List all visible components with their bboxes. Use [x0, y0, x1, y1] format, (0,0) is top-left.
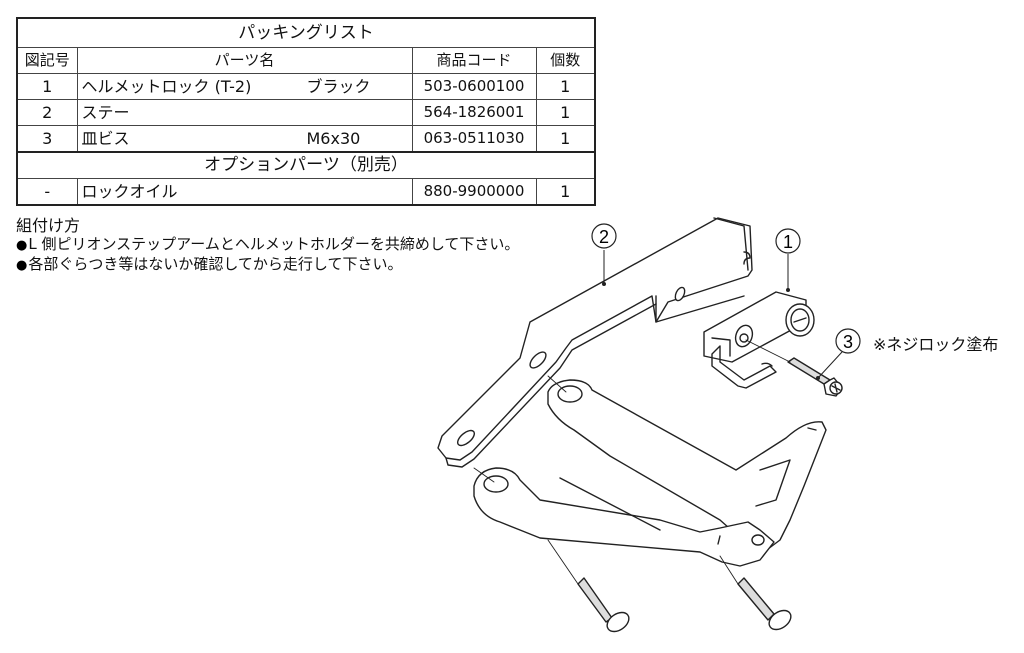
pillion-arm-upper [547, 379, 827, 553]
table-header-row: 図記号 パーツ名 商品コード 個数 [16, 47, 596, 74]
product-code-cell: 063-0511030 [411, 125, 537, 153]
pillion-arm-lower [473, 467, 775, 567]
figure-no-cell: 2 [16, 99, 78, 126]
product-code-cell: 503-0600100 [411, 73, 537, 100]
quantity-cell: 1 [535, 73, 596, 100]
part-name-cell: ヘルメットロック (T-2) ブラック [76, 73, 413, 100]
instruction-step: ●L 側ピリオンステップアームとヘルメットホルダーを共締めして下さい。 [16, 235, 519, 255]
bullet-icon: ● [16, 238, 28, 253]
part-name: ヘルメットロック (T-2) [81, 77, 252, 96]
mounting-bolt-left [577, 577, 630, 633]
table-row: 2 ステー 564-1826001 1 [16, 99, 596, 126]
thread-lock-note: ※ネジロック塗布 [873, 335, 999, 354]
figure-no-cell: 3 [16, 125, 78, 153]
figure-no-cell: 1 [16, 73, 78, 100]
assembly-instructions: 組付け方 ●L 側ピリオンステップアームとヘルメットホルダーを共締めして下さい。… [16, 216, 519, 275]
table-title-row: パッキングリスト [16, 17, 596, 48]
instructions-heading: 組付け方 [16, 216, 81, 235]
packing-list-table: パッキングリスト 図記号 パーツ名 商品コード 個数 1 ヘルメットロック (T… [16, 17, 596, 206]
product-code-cell: 880-9900000 [411, 178, 537, 206]
mounting-bolt-right [737, 577, 792, 631]
options-title-row: オプションパーツ（別売） [16, 151, 596, 179]
instruction-text: 各部ぐらつき等はないか確認してから走行して下さい。 [28, 255, 403, 273]
callout-1: 1 [775, 228, 801, 292]
quantity-cell: 1 [535, 178, 596, 206]
table-row: 3 皿ビス M6x30 063-0511030 1 [16, 125, 596, 153]
table-row: 1 ヘルメットロック (T-2) ブラック 503-0600100 1 [16, 73, 596, 100]
part-spec: M6x30 [306, 129, 361, 148]
table-row: - ロックオイル 880-9900000 1 [16, 178, 596, 206]
assembly-guide-lines [473, 339, 791, 585]
table-title: パッキングリスト [16, 17, 596, 48]
header-product-code: 商品コード [411, 47, 537, 74]
header-figure-no: 図記号 [16, 47, 78, 74]
instruction-step: ●各部ぐらつき等はないか確認してから走行して下さい。 [16, 255, 519, 275]
quantity-cell: 1 [535, 125, 596, 153]
part-name: ステー [81, 103, 130, 122]
callout-number: 1 [783, 232, 793, 252]
helmet-lock-part [703, 291, 815, 389]
product-code-cell: 564-1826001 [411, 99, 537, 126]
callout-3: 3 [816, 328, 861, 380]
quantity-cell: 1 [535, 99, 596, 126]
options-title: オプションパーツ（別売） [16, 151, 596, 179]
figure-no-cell: - [16, 178, 78, 206]
flat-screw-part [787, 357, 843, 397]
bullet-icon: ● [16, 258, 28, 273]
callout-number: 2 [599, 227, 609, 247]
part-name-cell: ロックオイル [76, 178, 413, 206]
part-name: ロックオイル [81, 182, 178, 201]
callout-number: 3 [843, 332, 853, 352]
instruction-text: L 側ピリオンステップアームとヘルメットホルダーを共締めして下さい。 [28, 235, 520, 253]
header-part-name: パーツ名 [76, 47, 413, 74]
callout-2: 2 [591, 223, 617, 286]
part-name-cell: 皿ビス M6x30 [76, 125, 413, 153]
part-spec: ブラック [306, 77, 371, 96]
header-quantity: 個数 [535, 47, 596, 74]
part-name: 皿ビス [81, 129, 130, 148]
part-name-cell: ステー [76, 99, 413, 126]
